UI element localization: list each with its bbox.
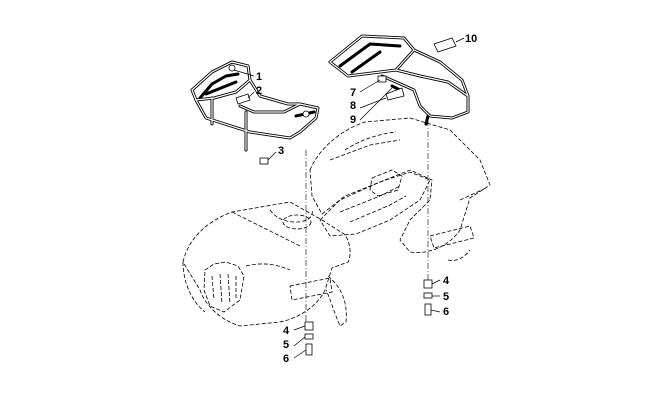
- decal-10: [433, 37, 457, 53]
- callout-7: 7: [350, 87, 356, 99]
- washer-5a: [304, 333, 314, 340]
- front-rack: [190, 60, 320, 152]
- decal-2: [235, 93, 251, 105]
- callouts: 1 2 3 4 5 6 4 5 6 7 8 9 10: [256, 33, 477, 365]
- callout-6-front: 6: [283, 353, 289, 365]
- callout-9: 9: [350, 114, 356, 126]
- washer-5b: [423, 292, 433, 299]
- center-lines: [305, 120, 429, 322]
- callout-1: 1: [256, 71, 262, 83]
- callout-6-rear: 6: [443, 306, 449, 318]
- callout-3: 3: [278, 145, 284, 157]
- grommet-4a: [304, 321, 314, 331]
- callout-8: 8: [350, 100, 356, 112]
- bolt-7: [377, 75, 387, 83]
- callout-5-front: 5: [283, 339, 289, 351]
- bolt-6b: [424, 303, 432, 316]
- callout-4-rear: 4: [443, 275, 450, 287]
- grommet-4b: [423, 279, 433, 289]
- callout-4-front: 4: [283, 325, 290, 337]
- atv-body: [182, 117, 491, 327]
- bolt-6a: [305, 343, 313, 356]
- decal-8: [385, 87, 405, 101]
- callout-2: 2: [256, 85, 262, 97]
- callout-5-rear: 5: [443, 291, 449, 303]
- rear-rack: [328, 34, 470, 126]
- leader-lines: [233, 37, 465, 359]
- hardware: [235, 37, 457, 356]
- screw-3: [259, 157, 269, 165]
- callout-10: 10: [465, 33, 477, 45]
